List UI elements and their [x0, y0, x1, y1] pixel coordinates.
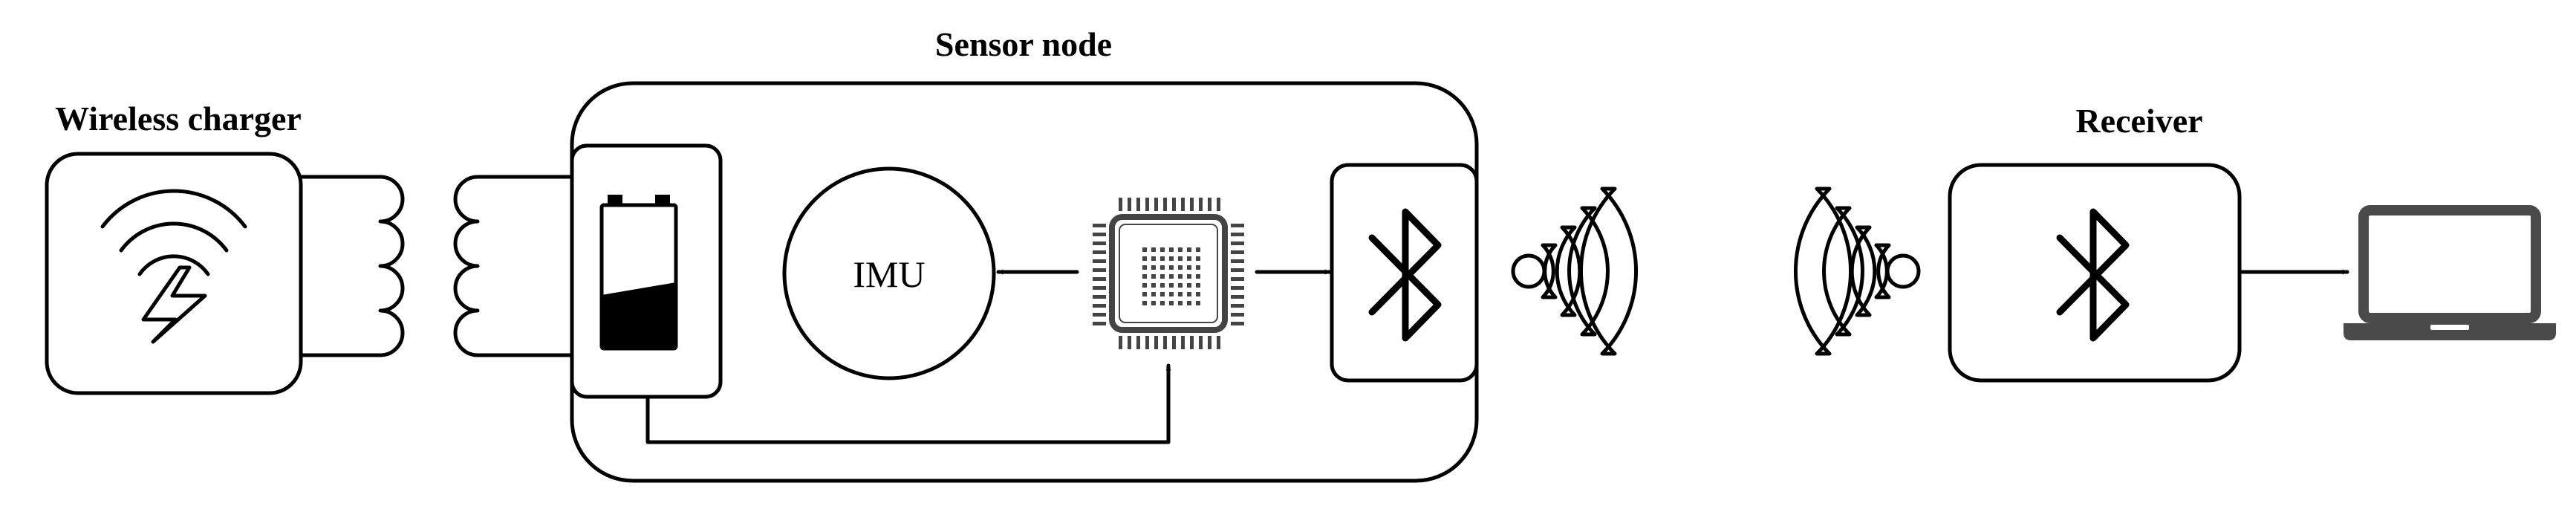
imu-circle — [782, 166, 996, 380]
sensor-node-title: Sensor node — [935, 25, 1112, 63]
battery-module — [570, 143, 723, 399]
wireless-charger-block — [45, 152, 574, 395]
bluetooth-icon — [1368, 208, 1442, 342]
wireless-charging-icon — [100, 189, 247, 344]
sensor-node-block: IMU — [570, 81, 1479, 483]
imu-label: IMU — [853, 253, 925, 295]
wireless-charger-title: Wireless charger — [55, 100, 302, 137]
microcontroller-chip-icon — [1093, 198, 1244, 349]
charger-coil-right — [453, 175, 574, 357]
arrow-battery-to-mcu — [645, 363, 1171, 444]
receiver-title: Receiver — [2075, 102, 2202, 140]
laptop-icon — [2344, 205, 2556, 340]
bluetooth-icon — [2056, 208, 2130, 342]
receiver-block — [1948, 163, 2242, 383]
battery-icon — [599, 195, 678, 351]
charger-coil-left — [299, 175, 405, 357]
radio-waves-icon — [1793, 187, 1921, 356]
radio-waves-icon — [1511, 187, 1639, 356]
